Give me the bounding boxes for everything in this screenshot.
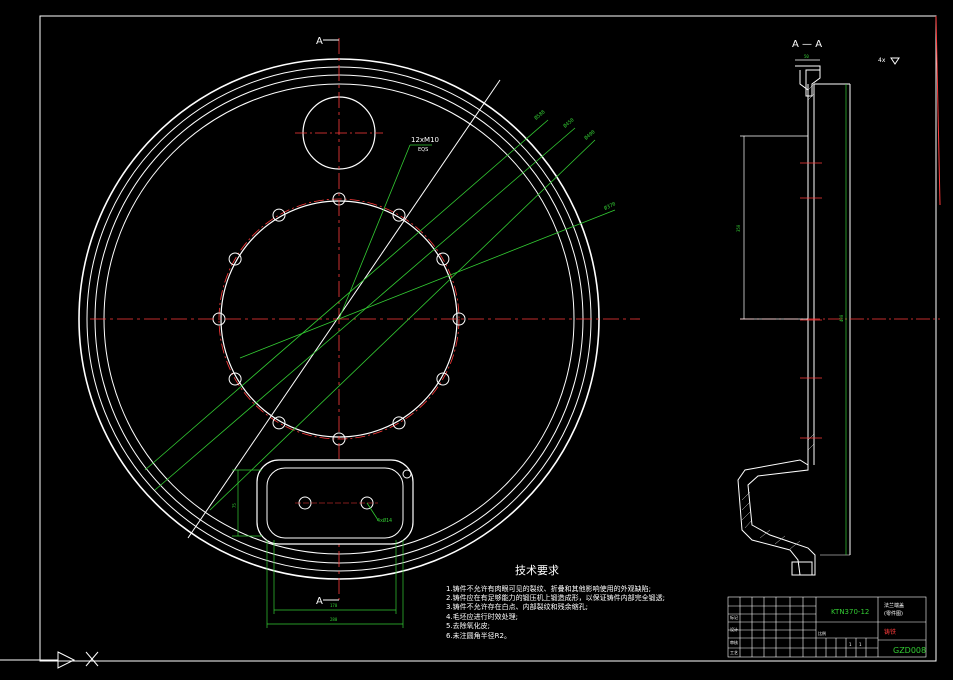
frame-edge-mark (935, 15, 941, 206)
flange-profile (737, 459, 816, 576)
radial-label-2: Ø450 (562, 116, 576, 129)
thread-callout: 12xM10 (411, 136, 439, 144)
ucs-arrow-icon (57, 651, 76, 669)
slot-dim-height: 75 (232, 503, 237, 508)
section-hole-marks (800, 162, 822, 439)
leader-line-1 (144, 119, 549, 471)
section-dim-height: 400 (839, 314, 844, 322)
bolt-hole (436, 372, 450, 386)
slot-hole-label: 4xØ14 (377, 517, 392, 524)
section-dim-mid: 350 (736, 224, 741, 232)
row-label-2: 审核 (730, 639, 738, 645)
title-block (727, 596, 927, 658)
slot-dimensions (232, 469, 404, 628)
tech-item-2: 2.铸件应在有足够能力的锻压机上锻造成形，以保证铸件内部完全锻透; (446, 593, 665, 602)
slot-inner-outline (266, 467, 404, 539)
thread-callout-sub: EQS (418, 147, 428, 153)
slot-small-hole (402, 469, 412, 479)
drawing-frame (39, 15, 937, 662)
bolt-hole (272, 208, 286, 222)
tech-item-4: 4.毛坯应进行时效处理; (446, 612, 518, 621)
tech-requirements-title: 技术要求 (515, 564, 559, 577)
part-name: 法兰端盖 (884, 602, 904, 609)
section-view: A — A 4x (736, 39, 940, 576)
bolt-hole (228, 372, 242, 386)
bolt-hole (392, 416, 406, 430)
row-label-3: 工艺 (730, 650, 738, 655)
sheet-number-2: 1 (859, 642, 862, 647)
radial-label-1: Ø588 (533, 108, 547, 121)
slot-dim-inner: 170 (330, 603, 338, 608)
tech-item-6: 6.未注圆角半径R2。 (446, 631, 511, 640)
front-view: A A 12xM10 EQS Ø588 Ø450 Ø400 Ø370 4xØ14 (78, 36, 640, 628)
long-leader-white (187, 79, 501, 539)
section-hatch (741, 83, 815, 550)
roughness-note: 4x (878, 57, 886, 64)
sheet-number-1: 1 (849, 642, 852, 647)
drawing-code: KTN370-12 (831, 608, 869, 616)
drawing-number: GZD008 (893, 646, 926, 655)
row-label-1: 设计 (730, 626, 738, 632)
radial-label-3: Ø400 (583, 128, 597, 141)
section-view-title: A — A (792, 39, 822, 50)
roughness-symbol-icon (890, 57, 900, 65)
section-label-bottom: A (316, 596, 323, 607)
row-label-0: 标记 (730, 614, 738, 620)
section-dimensions (740, 59, 820, 320)
slot-dim-outer: 280 (330, 617, 338, 622)
tech-requirements: 技术要求 1.铸件不允许有肉眼可见的裂纹、折叠和其他影响使用的外观缺陷; 2.铸… (446, 564, 665, 640)
tech-item-3: 3.铸件不允许存在白点、内部裂纹和残余缩孔; (446, 602, 588, 611)
section-label-top: A (316, 36, 323, 47)
bolt-hole (272, 416, 286, 430)
tech-item-1: 1.铸件不允许有肉眼可见的裂纹、折叠和其他影响使用的外观缺陷; (446, 584, 651, 593)
section-dim-top: 50 (804, 54, 809, 59)
leader-line-5 (338, 144, 411, 320)
radial-label-4: Ø370 (603, 200, 617, 211)
bolt-hole (392, 208, 406, 222)
bolt-hole (436, 252, 450, 266)
tech-item-5: 5.去除氧化皮; (446, 621, 490, 630)
leader-line-3 (209, 139, 596, 511)
slot-outer-outline (256, 459, 414, 545)
leader-line-4 (239, 209, 616, 359)
material: 铸铁 (884, 628, 896, 636)
scale-label: 比例 (818, 630, 826, 636)
part-name-sub: (零件图) (884, 610, 903, 617)
bolt-hole (228, 252, 242, 266)
